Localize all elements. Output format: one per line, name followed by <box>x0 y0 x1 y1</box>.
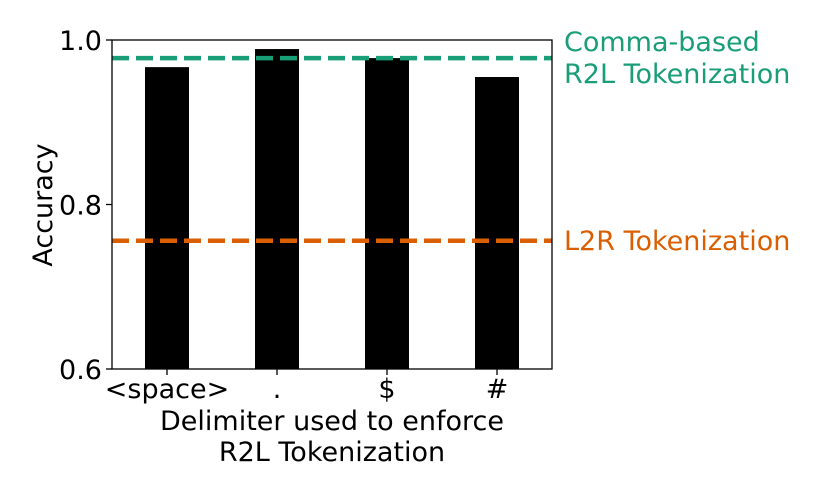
x-axis-label-line-2: R2L Tokenization <box>219 437 445 468</box>
ref-label-comma-line-2: R2L Tokenization <box>564 59 790 90</box>
ref-label-l2r: L2R Tokenization <box>564 226 790 257</box>
bars <box>145 49 519 370</box>
y-axis: 0.6 0.8 1.0 <box>59 26 112 386</box>
reference-lines <box>112 55 552 243</box>
y-tick-label-1: 0.8 <box>59 191 102 222</box>
y-axis-label: Accuracy <box>28 143 59 266</box>
x-tick-label-3: # <box>486 374 509 405</box>
bar-1 <box>255 49 299 370</box>
x-axis: <space>. $ # <box>105 369 509 405</box>
bar-3 <box>475 77 519 369</box>
bar-0 <box>145 67 189 369</box>
ref-label-comma-line-1: Comma-based <box>564 27 760 58</box>
x-tick-label-2: $ <box>378 374 395 405</box>
x-tick-label-0: <space> <box>105 374 229 405</box>
y-tick-label-0: 0.6 <box>59 355 102 386</box>
x-axis-label-line-1: Delimiter used to enforce <box>160 406 504 437</box>
bar-2 <box>365 58 409 369</box>
y-tick-label-2: 1.0 <box>59 26 102 57</box>
x-tick-label-1: . <box>273 374 282 405</box>
